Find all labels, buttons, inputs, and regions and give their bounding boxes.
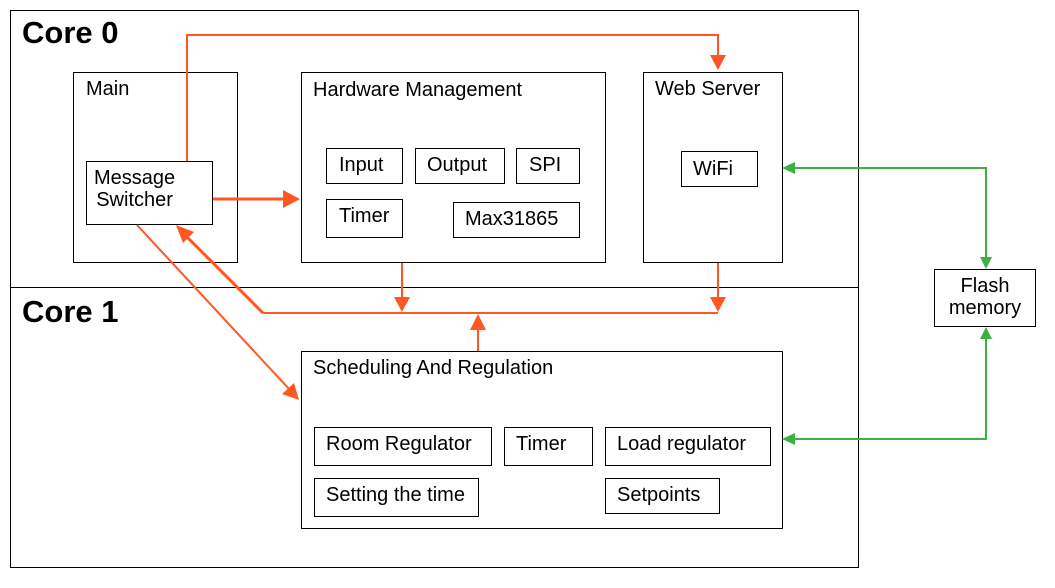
core0-title: Core 0 (22, 15, 119, 50)
core-divider (10, 287, 859, 288)
web-server-box (643, 72, 783, 263)
flash-memory-box (934, 269, 1036, 327)
sched-timer-label: Timer (516, 433, 567, 455)
setpoints-box (605, 478, 720, 514)
switcher-to-webserver-arrow (186, 34, 719, 161)
arrowhead-flash-bottom (980, 327, 992, 339)
arrowhead-scheduling (282, 383, 299, 400)
load-flash-link (795, 339, 987, 440)
message-switcher-label: Message Switcher (94, 167, 176, 211)
load-regulator-box (605, 427, 771, 466)
sched-timer-box (504, 427, 593, 466)
outer-frame (10, 10, 859, 568)
arrowhead-bus-hw (394, 297, 410, 312)
arrowhead-bus-sched (470, 314, 486, 330)
arrowhead-flash-top (980, 257, 992, 269)
arrowhead-load (782, 433, 795, 445)
spi-box (516, 148, 580, 184)
room-regulator-box (314, 427, 492, 466)
spi-label: SPI (529, 154, 562, 176)
max31865-box (453, 202, 580, 238)
wifi-box (681, 151, 758, 187)
arrowhead-switcher (176, 225, 194, 243)
output-box (415, 148, 505, 184)
hardware-management-box (301, 72, 606, 263)
setting-time-label: Setting the time (326, 484, 465, 506)
hw-timer-label: Timer (339, 205, 390, 227)
message-switcher-box (86, 161, 213, 225)
wifi-flash-link (795, 167, 987, 257)
wifi-label: WiFi (693, 158, 733, 180)
arrowhead-hardware (283, 190, 300, 208)
core1-title: Core 1 (22, 294, 119, 329)
input-label: Input (339, 154, 384, 176)
hardware-management-title: Hardware Management (313, 79, 522, 101)
setpoints-label: Setpoints (617, 484, 701, 506)
main-title: Main (86, 78, 130, 100)
arrowhead-webserver (710, 55, 726, 70)
input-box (326, 148, 403, 184)
scheduling-regulation-box (301, 351, 783, 529)
scheduling-regulation-title: Scheduling And Regulation (313, 357, 554, 379)
web-server-title: Web Server (655, 78, 761, 100)
output-label: Output (427, 154, 488, 176)
hw-timer-box (326, 199, 403, 238)
max31865-label: Max31865 (465, 208, 559, 230)
room-regulator-label: Room Regulator (326, 433, 472, 455)
main-box (73, 72, 238, 263)
load-regulator-label: Load regulator (617, 433, 746, 455)
arrowhead-wifi (782, 162, 795, 174)
switcher-to-scheduling-arrow (136, 224, 291, 391)
setting-time-box (314, 478, 479, 517)
arrowhead-bus-web (710, 297, 726, 312)
bus-to-switcher-arrow (184, 234, 265, 315)
flash-memory-label: Flash memory (948, 275, 1022, 319)
